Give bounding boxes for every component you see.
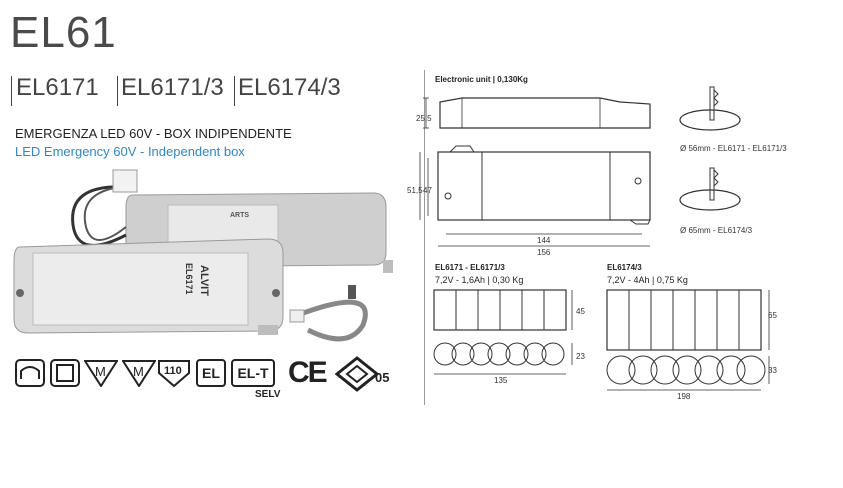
unit-label: Electronic unit | 0,130Kg — [435, 75, 528, 84]
brand-logo: ALVIT — [198, 265, 210, 296]
el-badge: EL — [196, 359, 226, 387]
cutout-label-1: Ø 56mm - EL6171 - EL6171/3 — [680, 144, 787, 153]
class-icon — [15, 359, 45, 387]
el-t-badge: EL-T — [231, 359, 275, 387]
battery1-depth: 23 — [576, 352, 585, 361]
unit-side-view — [439, 97, 651, 129]
svg-text:05: 05 — [375, 370, 389, 385]
arts-label: ARTS — [230, 212, 249, 219]
screw — [272, 289, 280, 297]
cable — [297, 299, 368, 342]
connector — [112, 169, 138, 193]
model-code-1: EL6171 — [16, 74, 99, 101]
dim-height: 25,5 — [416, 114, 432, 123]
model-code-2: EL6171/3 — [121, 74, 224, 101]
connector — [348, 285, 356, 299]
mount-tab — [383, 260, 393, 273]
model-divider — [234, 76, 235, 106]
cutout-label-2: Ø 65mm - EL6174/3 — [680, 226, 753, 235]
box-icon — [50, 359, 80, 387]
section-divider — [424, 70, 425, 405]
unit-top-view — [437, 151, 651, 221]
model-divider — [11, 76, 12, 106]
battery2-length: 198 — [677, 392, 691, 401]
enec-mark-icon: 05 — [335, 356, 389, 392]
m-mark-icon: M — [84, 360, 118, 387]
cutout-drawing — [679, 86, 741, 211]
model-divider — [117, 76, 118, 106]
mount-tab — [258, 325, 278, 335]
unit-code: EL6171 — [184, 263, 194, 295]
battery1-length: 135 — [494, 376, 508, 385]
screw — [16, 289, 24, 297]
ce-mark: CE — [288, 356, 328, 389]
svg-text:M: M — [95, 364, 106, 379]
unit-technical-drawing — [419, 97, 651, 247]
battery2-height: 65 — [768, 311, 777, 320]
cable — [71, 185, 127, 247]
connector — [289, 309, 305, 323]
battery1-drawing — [433, 289, 573, 375]
dim-length-2: 156 — [537, 248, 551, 257]
temperature-icon: 110 — [158, 360, 190, 387]
battery2-name: EL6174/3 — [607, 263, 642, 272]
battery1-name: EL6171 - EL6171/3 — [435, 263, 505, 272]
back-box-label — [167, 204, 279, 246]
product-photo: ARTS EL6171 ALVIT — [13, 169, 393, 342]
battery1-height: 45 — [576, 307, 585, 316]
description-english: LED Emergency 60V - Independent box — [15, 144, 245, 159]
model-code-3: EL6174/3 — [238, 74, 341, 101]
battery2-drawing — [606, 289, 770, 391]
selv-label: SELV — [255, 389, 281, 400]
description-italian: EMERGENZA LED 60V - BOX INDIPENDENTE — [15, 126, 292, 141]
battery2-depth: 33 — [768, 366, 777, 375]
dim-width-1: 51,5 — [407, 186, 423, 195]
dim-length-1: 144 — [537, 236, 551, 245]
dim-width-2: 47 — [423, 186, 432, 195]
page-title: EL61 — [10, 8, 117, 57]
svg-text:110: 110 — [164, 365, 182, 377]
front-unit-label — [32, 252, 249, 326]
battery2-spec: 7,2V - 4Ah | 0,75 Kg — [607, 275, 688, 285]
cable — [83, 186, 127, 241]
svg-text:M: M — [133, 364, 144, 379]
battery1-spec: 7,2V - 1,6Ah | 0,30 Kg — [435, 275, 524, 285]
mm-mark-icon: M — [122, 360, 156, 387]
